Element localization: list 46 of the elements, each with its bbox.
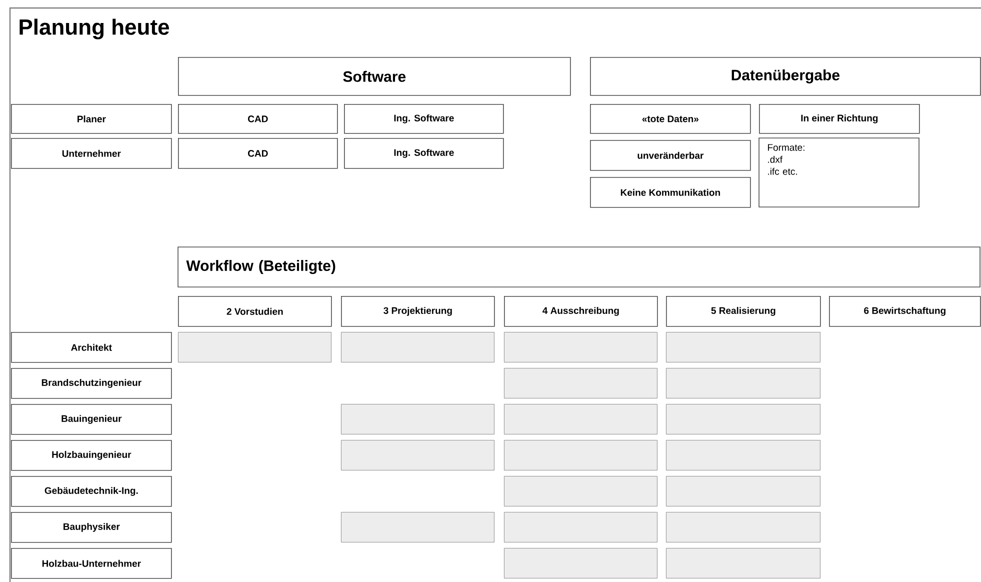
label-box: Holzbauingenieur [11,440,172,471]
label-box: 4 Ausschreibung [504,296,658,327]
empty-box [504,476,658,506]
empty-box [504,404,658,434]
label-box: Ing. Software [344,104,504,134]
empty-box [341,512,494,542]
heading-box: Datenübergabe [590,57,981,96]
label-box: Architekt [11,332,172,363]
label-box: Bauingenieur [11,404,172,435]
label-box: Brandschutzingenieur [11,368,172,399]
empty-box [666,440,820,470]
empty-box [341,440,494,470]
label-box: Holzbau-Unternehmer [11,548,172,579]
title: Planung heute [20,18,169,40]
label-box: 6 Bewirtschaftung [829,296,981,327]
label-box: CAD [178,104,338,134]
empty-box [666,404,820,434]
empty-box [504,440,658,470]
label-box: Keine Kommunikation [590,177,751,208]
empty-box [504,332,658,362]
empty-box [504,512,658,542]
label-box: unveränderbar [590,140,751,171]
label-box: 3 Projektierung [341,296,495,327]
empty-box [666,368,820,398]
label-box: Ing. Software [344,138,504,169]
label-box: Planer [11,104,172,134]
heading-box: Workflow (Beteiligte) [178,246,980,288]
empty-box [178,332,332,362]
label-box: 5 Realisierung [666,296,821,327]
text-box: Formate: .dxf .ifc etc. [758,138,920,208]
empty-box [666,476,820,506]
empty-box [666,332,820,362]
empty-box [504,548,658,578]
empty-box [504,368,658,398]
label-box: Unternehmer [11,138,172,169]
heading-box: Software [178,57,571,96]
empty-box [666,548,820,578]
label-box: Gebäudetechnik-Ing. [11,476,172,507]
empty-box [666,512,820,542]
empty-box [341,332,494,362]
empty-box [341,404,494,434]
label-box: 2 Vorstudien [178,296,332,327]
label-box: In einer Richtung [759,104,920,134]
label-box: Bauphysiker [11,512,172,543]
label-box: CAD [178,138,338,169]
label-box: «tote Daten» [590,104,751,134]
